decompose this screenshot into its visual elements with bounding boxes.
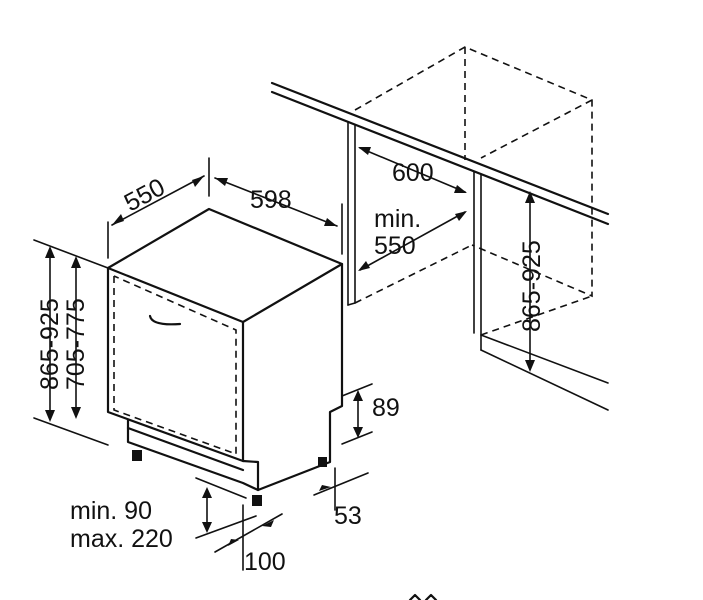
dim-inner-height-705-775: 705-775 xyxy=(62,298,90,390)
dim-height-865-925-left: 865-925 xyxy=(36,298,64,390)
dim-niche-min-value: 550 xyxy=(374,232,416,260)
dim-plinth-min-90: min. 90 xyxy=(70,497,152,525)
dim-depth-550: 550 xyxy=(120,173,170,217)
dim-width-598: 598 xyxy=(250,186,292,214)
dim-plinth-depth-100: 100 xyxy=(244,548,286,576)
dim-niche-width-600: 600 xyxy=(392,159,434,187)
partial-mark xyxy=(408,593,438,600)
dim-niche-min-label: min. xyxy=(374,205,421,233)
dim-plinth-max-220: max. 220 xyxy=(70,525,173,553)
dim-niche-height-865-925: 865-925 xyxy=(518,240,546,332)
dishwasher-body xyxy=(106,207,344,506)
dim-foot-53: 53 xyxy=(334,502,362,530)
dim-plinth-89: 89 xyxy=(372,394,400,422)
cabinet-niche xyxy=(270,46,610,411)
dimension-lines xyxy=(33,147,535,571)
